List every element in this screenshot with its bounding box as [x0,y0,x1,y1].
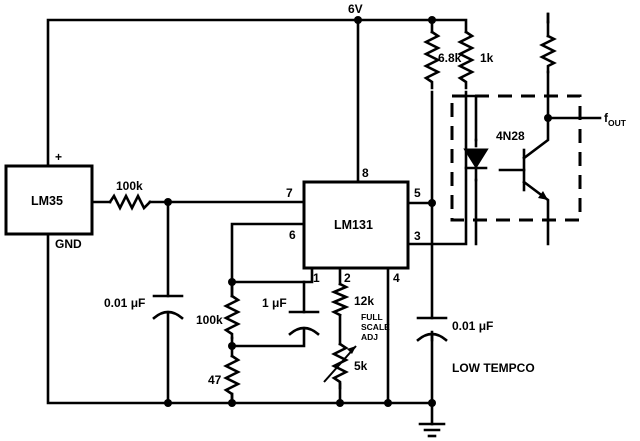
r-1k-label: 1k [480,51,494,65]
capacitors [152,294,448,342]
lm35-gnd-label: GND [55,237,82,251]
pin-6-label: 6 [289,228,296,242]
resistor-100k-input [108,193,152,211]
adj-line1: FULL [361,312,383,322]
pin-4-label: 4 [393,271,400,285]
r-6-8k-label: 6.8k [438,51,462,65]
pot-5k [331,342,349,390]
pin-1-label: 1 [313,271,320,285]
pin-2-label: 2 [344,271,351,285]
junction-dots [164,16,552,407]
lm131-block: LM131 8 7 6 5 3 1 2 4 [286,166,421,285]
pin-8-label: 8 [362,166,369,180]
resistor-1k [457,30,475,90]
adj-line3: ADJ [361,332,378,342]
resistors [108,12,557,400]
c-out-label: 0.01 μF [452,319,493,333]
ground-symbol [418,422,446,438]
resistor-100k-ref [223,294,241,340]
lm35-block: LM35 + GND [4,150,94,251]
tempco-label: LOW TEMPCO [452,361,535,375]
supply-label: 6V [348,2,363,16]
r-in-label: 100k [116,179,143,193]
lm35-plus-label: + [55,150,62,164]
pot-5k-label: 5k [354,359,368,373]
pin-3-label: 3 [414,229,421,243]
optocoupler-label: 4N28 [496,129,525,143]
c-in-label: 0.01 μF [104,296,145,310]
adj-line2: SCALE [361,322,390,332]
c-timing-label: 1 μF [262,296,287,310]
resistor-47 [223,354,241,400]
pin-7-label: 7 [286,186,293,200]
optocoupler-4n28: 4N28 [450,12,582,246]
lm35-label: LM35 [31,194,63,208]
lm131-label: LM131 [334,218,373,232]
r-12k-label: 12k [354,294,374,308]
r-47-label: 47 [208,373,222,387]
pin-5-label: 5 [414,186,421,200]
fout-label: fOUT [604,111,627,128]
resistor-pullup [539,34,557,74]
resistor-12k [330,282,350,317]
r-ref-label: 100k [196,313,223,327]
resistor-6-8k [423,30,441,90]
labels: 6V 100k 0.01 μF 100k 1 μF 47 12k 5k FULL… [104,2,627,387]
